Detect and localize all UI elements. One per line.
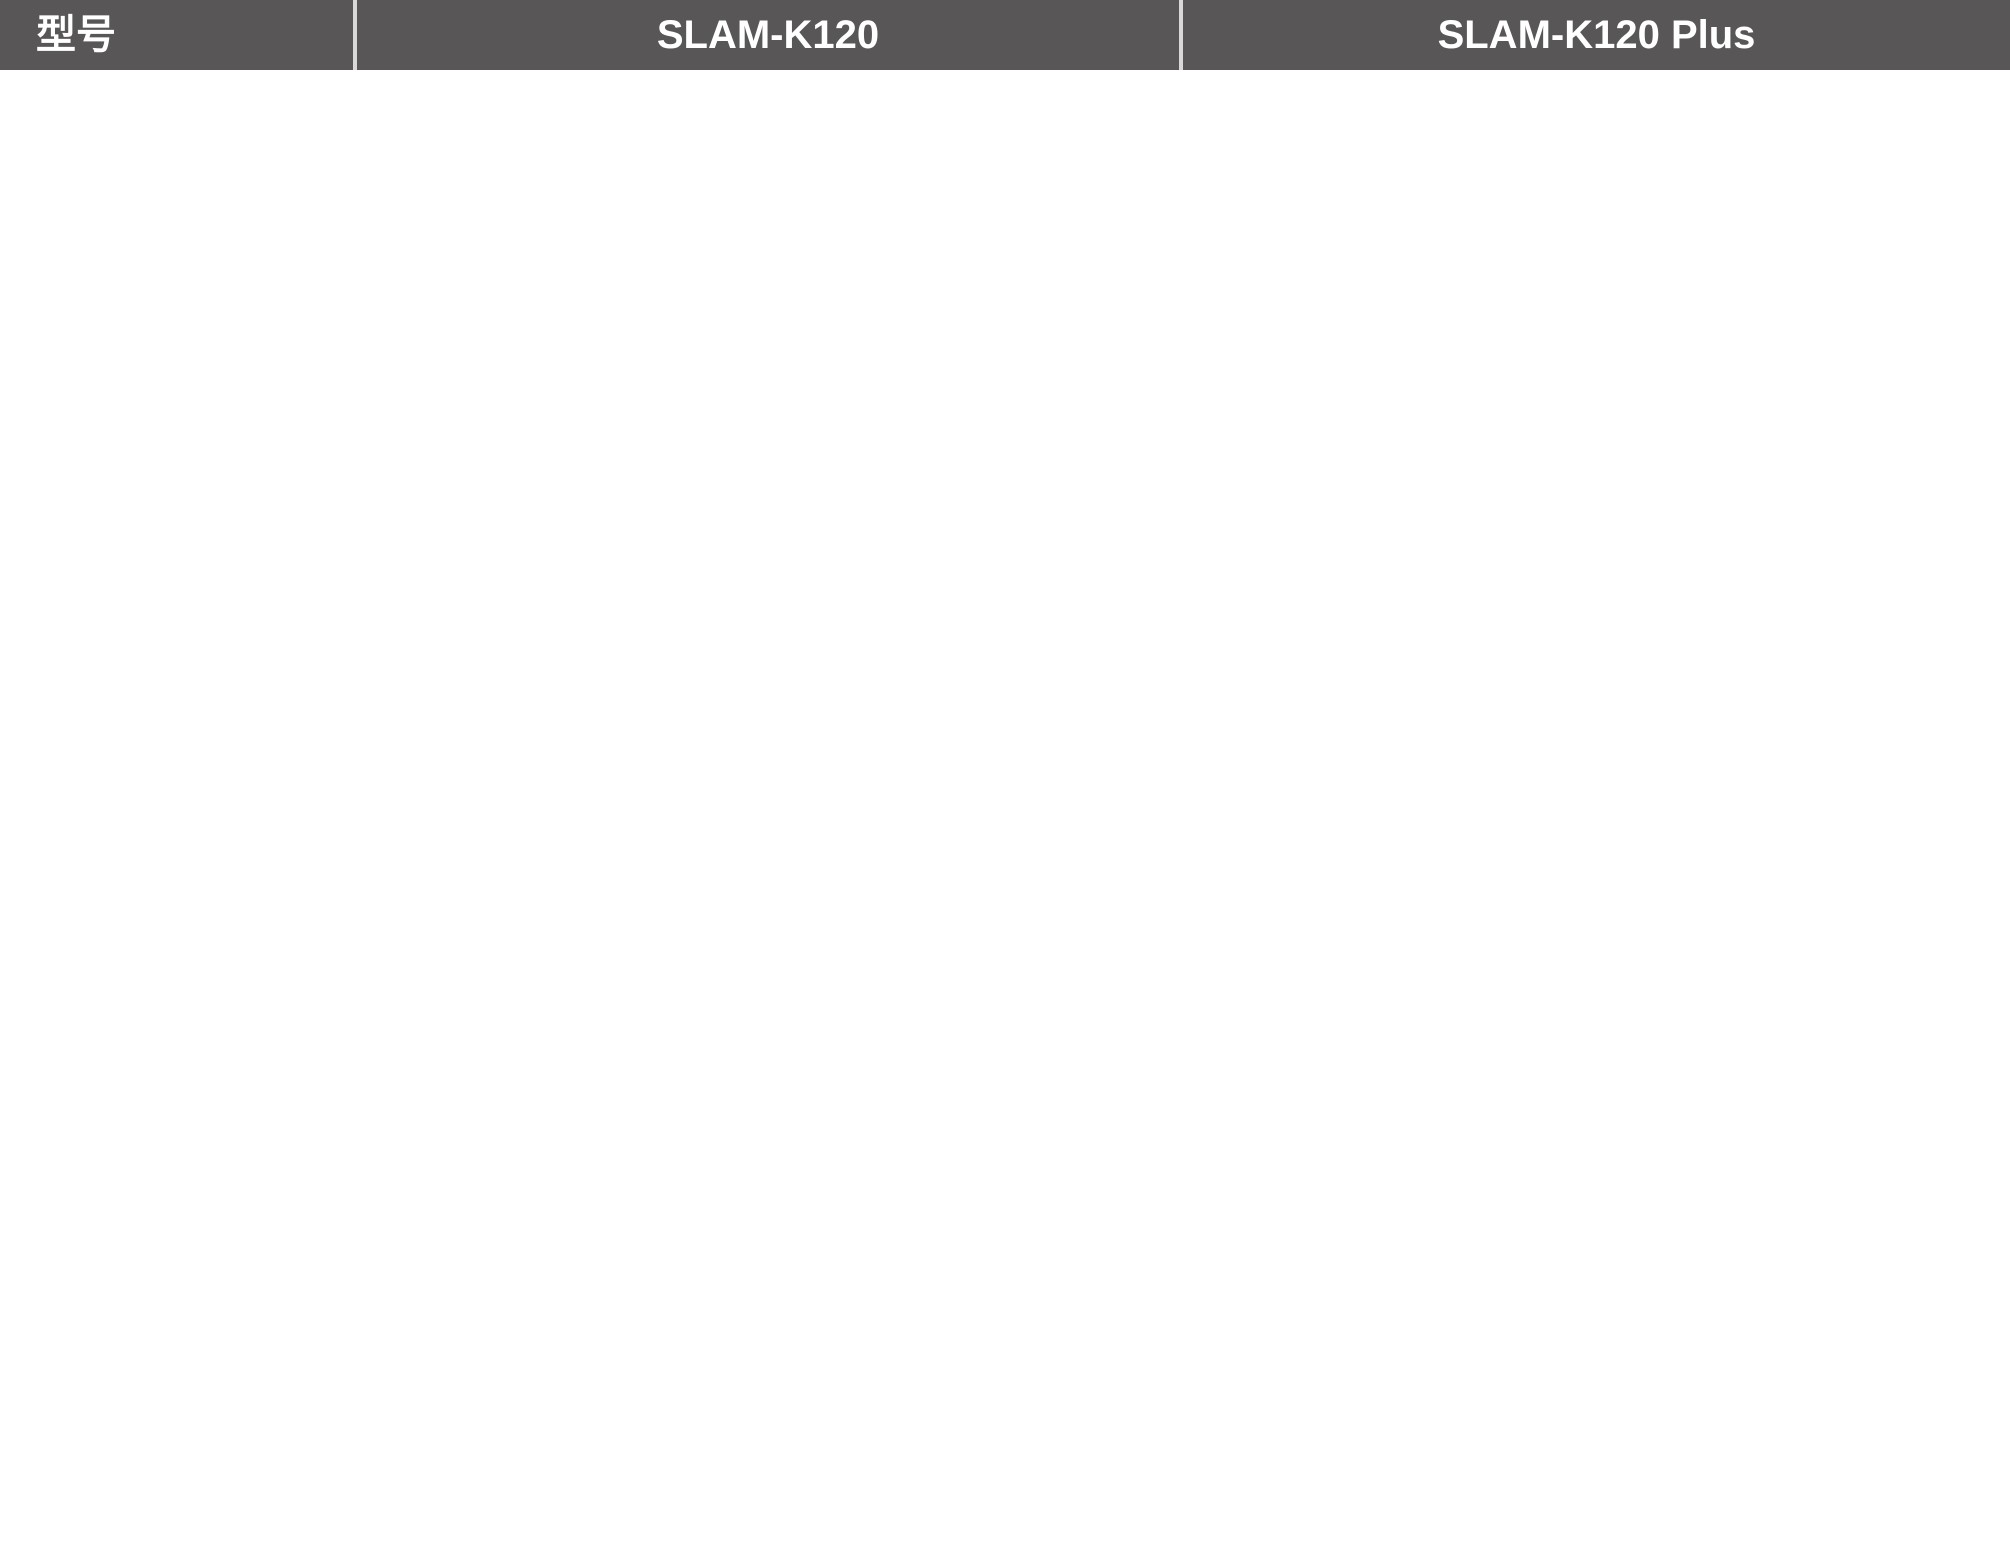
spec-header-cell-slam-k120-plus: SLAM-K120 Plus: [1179, 0, 2010, 70]
slam-k120-plus-column-label: SLAM-K120 Plus: [1437, 13, 1756, 57]
slam-k120-column-label: SLAM-K120: [656, 13, 880, 57]
spec-table-header-row: 型号 SLAM-K120 SLAM-K120 Plus: [0, 0, 2010, 70]
spec-header-cell-model: 型号: [0, 0, 353, 70]
spec-header-cell-slam-k120: SLAM-K120: [353, 0, 1179, 70]
model-column-label: 型号: [36, 13, 116, 57]
